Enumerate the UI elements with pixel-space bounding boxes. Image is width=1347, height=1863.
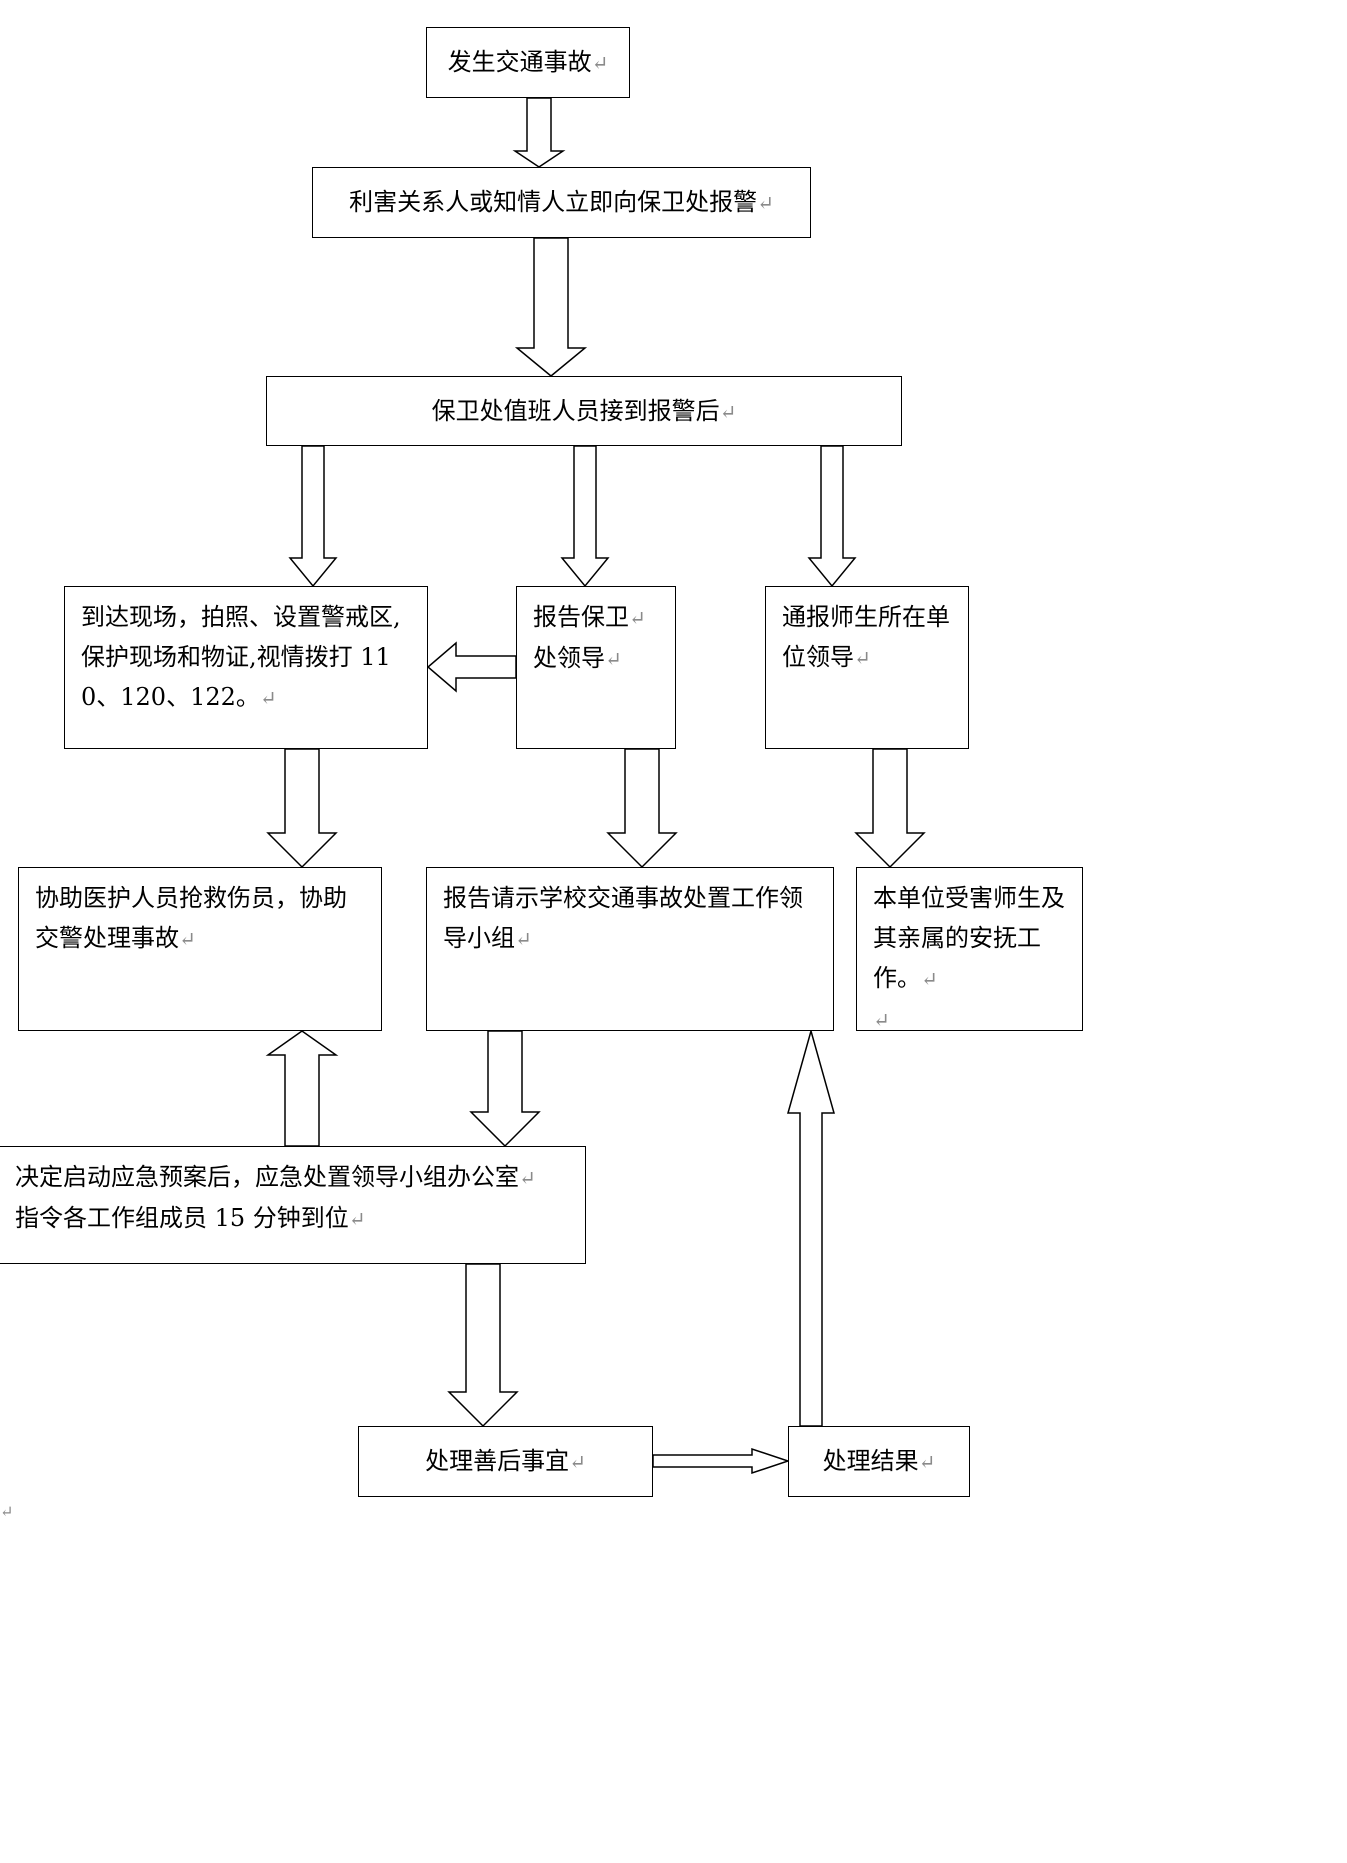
arrow-duty-to-unit <box>807 445 857 588</box>
node-line-text: 协助医护人员抢救伤员，协助交警处理事故 <box>35 884 347 952</box>
node-line: 协助医护人员抢救伤员，协助交警处理事故↵ <box>35 878 365 959</box>
node-text: 通报师生所在单位领导↵ <box>782 597 952 678</box>
node-text: 保卫处值班人员接到报警后↵ <box>432 391 737 432</box>
node-line-text: 发生交通事故 <box>447 48 592 76</box>
arrow-aftermath-to-result <box>652 1447 791 1475</box>
arrow-plan-to-assist <box>265 1030 339 1147</box>
paragraph-mark: ↵ <box>179 927 196 951</box>
arrow-leader-to-scene <box>426 641 517 693</box>
node-scene: 到达现场，拍照、设置警戒区,保护现场和物证,视情拨打 110、120、122。↵ <box>64 586 428 749</box>
arrow-accident-to-report <box>512 97 566 168</box>
paragraph-mark: ↵ <box>348 1207 366 1231</box>
paragraph-mark: ↵ <box>719 399 737 424</box>
node-text: 本单位受害师生及其亲属的安抚工作。↵↵ <box>873 878 1066 1040</box>
node-line-text: 报告请示学校交通事故处置工作领导小组 <box>443 884 803 952</box>
paragraph-mark: ↵ <box>591 51 609 75</box>
node-line: 到达现场，拍照、设置警戒区,保护现场和物证,视情拨打 110、120、122。↵ <box>81 597 411 718</box>
node-line-text: 处理结果 <box>822 1447 919 1475</box>
arrow-result-to-group <box>787 1028 835 1427</box>
node-aftermath: 处理善后事宜↵ <box>358 1426 653 1497</box>
paragraph-mark: ↵ <box>854 646 871 670</box>
node-text: 到达现场，拍照、设置警戒区,保护现场和物证,视情拨打 110、120、122。↵ <box>81 597 411 718</box>
node-line: 利害关系人或知情人立即向保卫处报警↵ <box>349 182 774 223</box>
node-line-text: 通报师生所在单位领导 <box>782 603 950 671</box>
node-notify-unit: 通报师生所在单位领导↵ <box>765 586 969 749</box>
arrow-duty-to-leader <box>560 445 610 588</box>
node-line-text: 保卫处值班人员接到报警后 <box>431 396 720 425</box>
paragraph-mark: ↵ <box>921 967 938 991</box>
arrow-duty-to-scene <box>288 445 338 588</box>
node-line: 处领导↵ <box>533 638 659 679</box>
arrow-leader-to-group <box>606 748 678 869</box>
paragraph-mark: ↵ <box>918 1450 936 1474</box>
node-console: 本单位受害师生及其亲属的安抚工作。↵↵ <box>856 867 1083 1032</box>
arrow-scene-to-assist <box>266 748 338 869</box>
paragraph-mark: ↵ <box>569 1450 586 1474</box>
arrow-unit-to-console <box>854 748 926 869</box>
node-result: 处理结果↵ <box>788 1426 970 1497</box>
paragraph-mark: ↵ <box>259 686 277 710</box>
node-line: 本单位受害师生及其亲属的安抚工作。↵ <box>873 878 1066 999</box>
flow-arrows <box>265 97 926 1475</box>
node-request-group: 报告请示学校交通事故处置工作领导小组↵ <box>426 867 834 1031</box>
node-line-text: 指令各工作组成员 15 分钟到位 <box>15 1204 349 1232</box>
node-text: 协助医护人员抢救伤员，协助交警处理事故↵ <box>35 878 365 959</box>
node-report-police: 利害关系人或知情人立即向保卫处报警↵ <box>312 167 811 238</box>
node-text: 处理善后事宜↵ <box>425 1441 586 1482</box>
emergency-flowchart: 发生交通事故↵ 利害关系人或知情人立即向保卫处报警↵ 保卫处值班人员接到报警后↵… <box>0 27 1083 1521</box>
paragraph-mark: ↵ <box>873 1008 890 1032</box>
node-text: 处理结果↵ <box>823 1441 936 1482</box>
node-report-leader: 报告保卫↵处领导↵ <box>516 586 676 749</box>
node-line: 发生交通事故↵ <box>448 42 609 83</box>
node-line: 决定启动应急预案后，应急处置领导小组办公室↵ <box>15 1157 569 1198</box>
arrow-plan-to-aftermath <box>447 1263 519 1428</box>
node-text: 报告保卫↵处领导↵ <box>533 597 659 679</box>
node-assist: 协助医护人员抢救伤员，协助交警处理事故↵ <box>18 867 382 1031</box>
arrow-group-to-plan <box>469 1030 541 1148</box>
node-line-text: 处理善后事宜 <box>425 1447 570 1475</box>
paragraph-mark: ↵ <box>519 1166 536 1190</box>
node-line-text: 报告保卫 <box>533 603 629 631</box>
paragraph-mark: ↵ <box>515 927 532 951</box>
node-text: 利害关系人或知情人立即向保卫处报警↵ <box>349 182 774 223</box>
paragraph-mark: ↵ <box>0 1502 14 1521</box>
node-line-text: 到达现场，拍照、设置警戒区,保护现场和物证,视情拨打 110、120、122。 <box>81 603 401 711</box>
node-line: 报告请示学校交通事故处置工作领导小组↵ <box>443 878 817 959</box>
node-line-text: 利害关系人或知情人立即向保卫处报警 <box>349 188 758 216</box>
node-line: 保卫处值班人员接到报警后↵ <box>432 391 737 432</box>
node-line-text: 本单位受害师生及其亲属的安抚工作。 <box>873 884 1065 992</box>
node-text: 决定启动应急预案后，应急处置领导小组办公室↵指令各工作组成员 15 分钟到位↵ <box>15 1157 569 1239</box>
node-line: ↵ <box>873 999 1066 1040</box>
node-plan: 决定启动应急预案后，应急处置领导小组办公室↵指令各工作组成员 15 分钟到位↵ <box>0 1146 586 1264</box>
node-duty-staff: 保卫处值班人员接到报警后↵ <box>266 376 902 446</box>
paragraph-mark: ↵ <box>605 647 622 671</box>
node-line: 指令各工作组成员 15 分钟到位↵ <box>15 1198 569 1239</box>
node-line: 处理结果↵ <box>823 1441 936 1482</box>
paragraph-mark: ↵ <box>757 191 774 215</box>
node-line: 报告保卫↵ <box>533 597 659 638</box>
node-line: 通报师生所在单位领导↵ <box>782 597 952 678</box>
node-accident: 发生交通事故↵ <box>426 27 630 98</box>
node-line-text: 处领导 <box>533 644 605 672</box>
node-text: 发生交通事故↵ <box>448 42 609 83</box>
node-text: 报告请示学校交通事故处置工作领导小组↵ <box>443 878 817 959</box>
paragraph-mark: ↵ <box>629 606 646 630</box>
node-line: 处理善后事宜↵ <box>425 1441 586 1482</box>
node-line-text: 决定启动应急预案后，应急处置领导小组办公室 <box>15 1163 519 1191</box>
arrow-report-to-duty <box>514 237 588 377</box>
